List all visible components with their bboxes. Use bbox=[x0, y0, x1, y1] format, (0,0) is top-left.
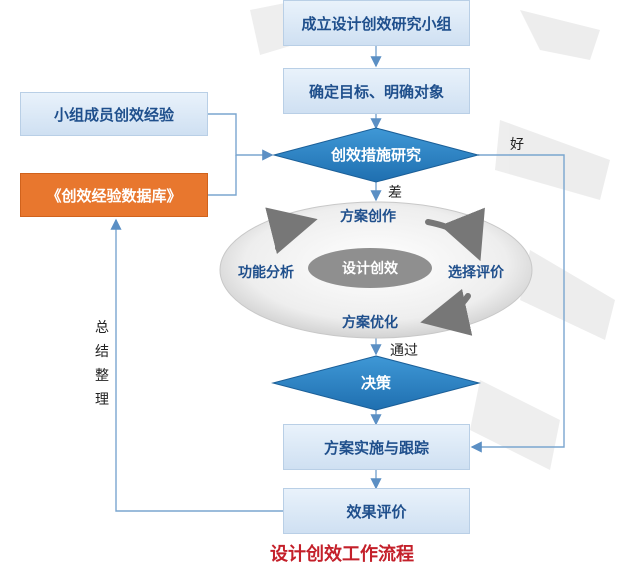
experience-db-label: 《创效经验数据库》 bbox=[46, 186, 182, 205]
design-cycle-center[interactable] bbox=[308, 248, 432, 288]
form-group-label: 成立设计创效研究小组 bbox=[301, 14, 452, 33]
connector-member-to-measure bbox=[208, 113, 274, 161]
connectors bbox=[110, 46, 565, 512]
cycle-center-label: 设计创效 bbox=[342, 260, 399, 277]
decision-diamond[interactable] bbox=[271, 355, 481, 411]
edge-label-summarize: 总结整理 bbox=[95, 320, 109, 408]
edge-label-bad: 差 bbox=[388, 185, 402, 201]
decision-label: 决策 bbox=[361, 374, 392, 392]
cycle-bottom-label: 方案优化 bbox=[342, 315, 398, 331]
edge-label-pass: 通过 bbox=[390, 343, 418, 359]
connector-db-to-measure bbox=[208, 155, 237, 196]
set-goals-box[interactable]: 确定目标、明确对象 bbox=[283, 68, 470, 114]
measure-research-diamond[interactable] bbox=[272, 127, 480, 183]
cycle-right-label: 选择评价 bbox=[448, 265, 504, 281]
connector-good-bypass bbox=[470, 154, 565, 453]
cycle-arrows bbox=[265, 207, 485, 336]
evaluate-box[interactable]: 效果评价 bbox=[283, 488, 470, 534]
edge-label-good: 好 bbox=[510, 137, 524, 153]
evaluate-label: 效果评价 bbox=[346, 502, 407, 521]
member-experience-box[interactable]: 小组成员创效经验 bbox=[20, 92, 208, 136]
cycle-top-label: 方案创作 bbox=[340, 209, 396, 225]
form-group-box[interactable]: 成立设计创效研究小组 bbox=[283, 0, 470, 46]
implement-label: 方案实施与跟踪 bbox=[323, 438, 429, 457]
measure-research-label: 创效措施研究 bbox=[330, 146, 421, 164]
diagram-title: 设计创效工作流程 bbox=[270, 544, 414, 565]
cycle-left-label: 功能分析 bbox=[238, 265, 294, 281]
implement-box[interactable]: 方案实施与跟踪 bbox=[283, 424, 470, 470]
set-goals-label: 确定目标、明确对象 bbox=[308, 82, 444, 101]
member-experience-label: 小组成员创效经验 bbox=[53, 105, 174, 124]
experience-db-box[interactable]: 《创效经验数据库》 bbox=[20, 173, 208, 217]
connector-feedback-loop bbox=[110, 218, 283, 512]
